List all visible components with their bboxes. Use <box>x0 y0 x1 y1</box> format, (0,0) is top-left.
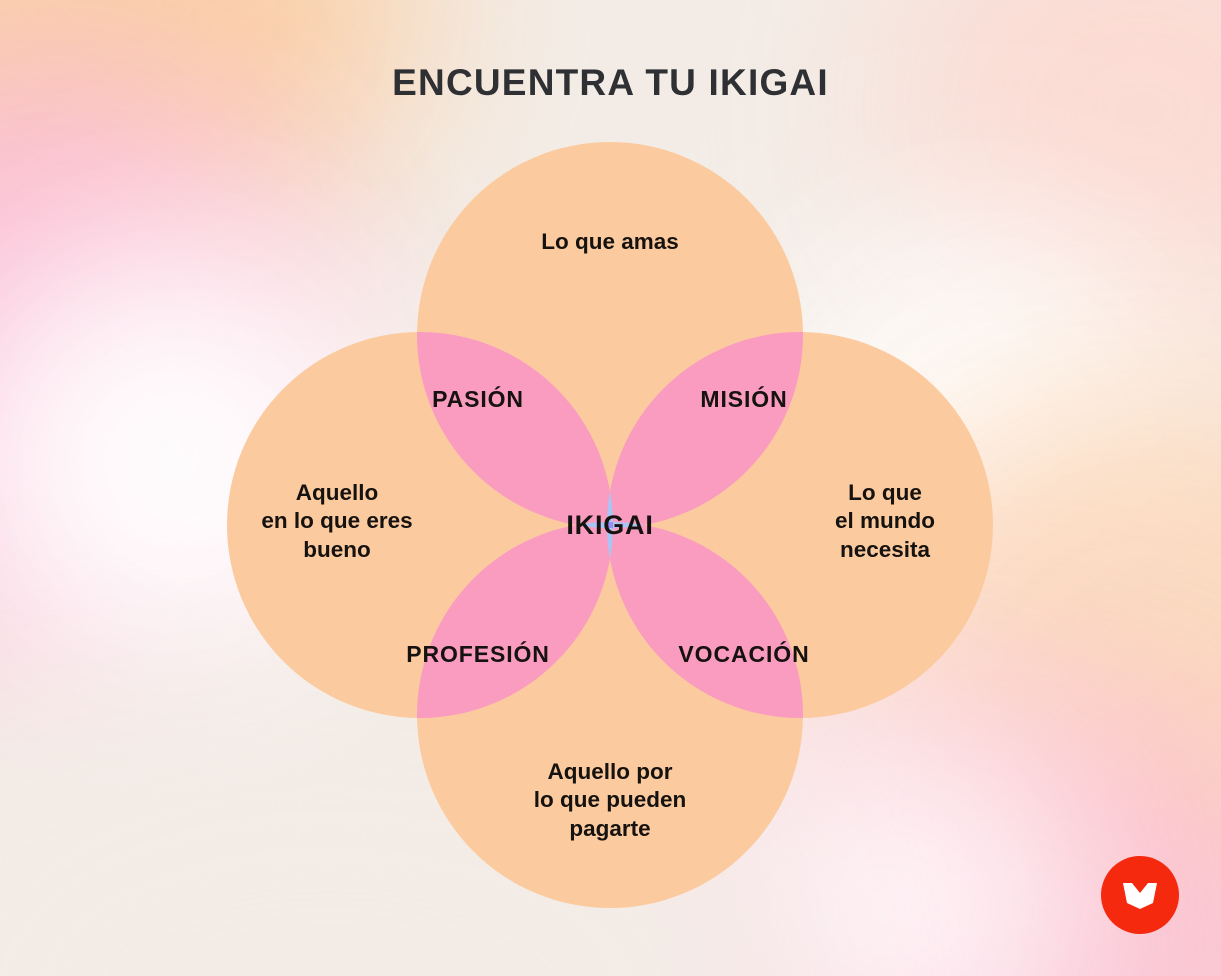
page-title: ENCUENTRA TU IKIGAI <box>392 62 829 103</box>
crown-mark-icon <box>1123 883 1157 909</box>
brand-logo-badge[interactable] <box>1101 856 1179 934</box>
